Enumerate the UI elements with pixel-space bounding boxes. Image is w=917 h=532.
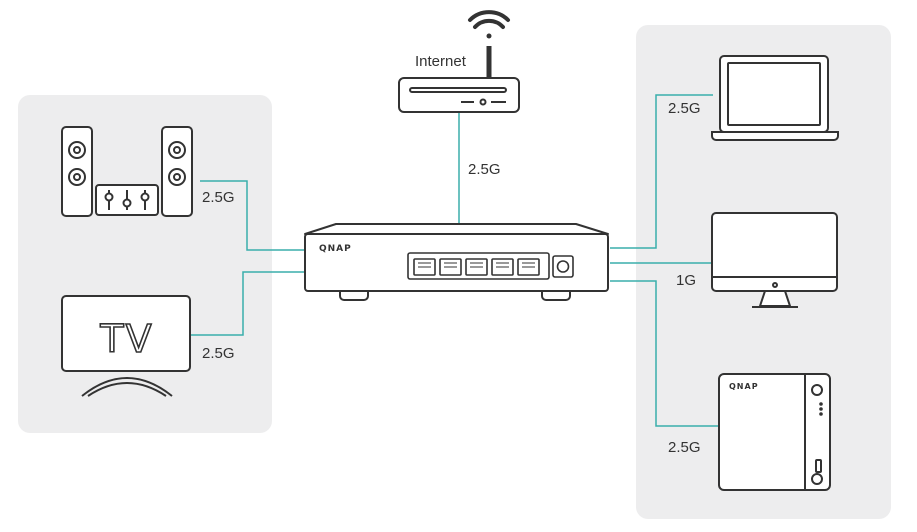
left-device-panel (18, 95, 272, 433)
nas-icon (718, 373, 831, 491)
speakers-icon (61, 126, 193, 217)
laptop-link-label: 2.5G (668, 100, 701, 117)
speakers-link-label: 2.5G (202, 189, 235, 206)
switch-brand-label: QNAP (319, 244, 352, 254)
monitor-link-label: 1G (676, 272, 696, 289)
connection-lines (190, 94, 719, 427)
tv-link-line (190, 271, 305, 336)
laptop-icon (711, 55, 839, 141)
switch-ports (407, 252, 574, 280)
monitor-icon (711, 212, 838, 308)
tv-icon (61, 295, 191, 397)
laptop-link-line (610, 94, 713, 249)
router-icon (398, 77, 520, 113)
nas-brand-label: QNAP (729, 382, 759, 391)
nas-link-label: 2.5G (668, 439, 701, 456)
router-link-label: 2.5G (468, 161, 501, 178)
wifi-icon (468, 10, 510, 39)
tv-label: TV (99, 317, 153, 361)
network-switch-icon (304, 223, 609, 301)
internet-label: Internet (415, 53, 467, 70)
tv-link-label: 2.5G (202, 345, 235, 362)
speakers-link-line (200, 180, 305, 251)
nas-link-line (610, 280, 719, 427)
